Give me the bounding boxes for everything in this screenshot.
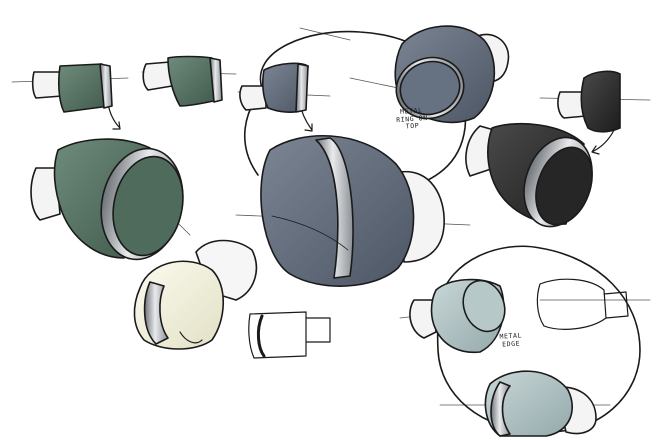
green-earbud-small-2 [142,55,223,107]
black-earbud-small [557,70,621,133]
grey-earbud-large [260,134,445,287]
outline-earbud-sketch [248,311,331,359]
black-earbud-large [465,122,593,228]
translucent-earbud-1 [409,278,506,354]
grey-earbud-top-view [394,25,510,124]
green-earbud-large [30,138,184,261]
outline-earbud-right [536,278,629,330]
grey-earbud-small [239,62,309,113]
translucent-group-circle [436,245,641,433]
translucent-earbud-2 [484,370,597,437]
annotation-metal-edge: METAL EDGE [499,331,523,348]
green-earbud-small-1 [31,63,113,113]
cream-earbud [133,239,258,350]
annotation-metal-ring-on-top: METAL RING ON TOP [395,106,428,131]
